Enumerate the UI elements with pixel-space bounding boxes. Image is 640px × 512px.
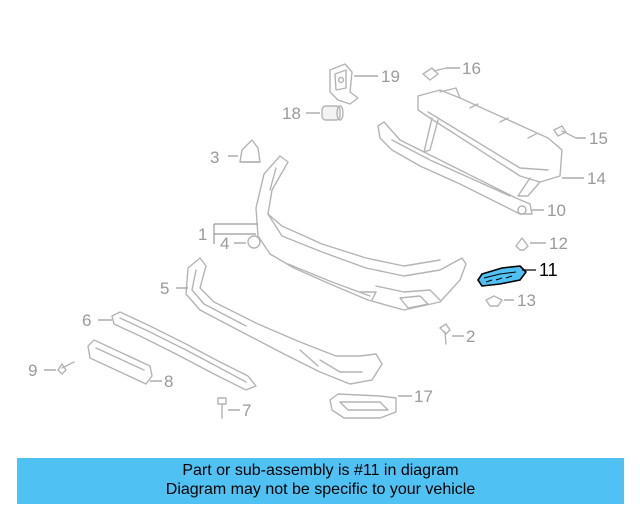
callout-13[interactable]: 13: [517, 291, 536, 310]
callout-5[interactable]: 5: [160, 279, 169, 298]
banner-line-2: Diagram may not be specific to your vehi…: [165, 481, 476, 498]
part-7-bolt: [217, 397, 227, 419]
part-19-bracket: [329, 63, 359, 105]
banner-line-1: Part or sub-assembly is #11 in diagram: [182, 462, 459, 479]
callout-3[interactable]: 3: [210, 148, 219, 167]
part-5-lower-valance: [185, 257, 383, 385]
part-14-impact-bar: [417, 87, 563, 197]
callout-9[interactable]: 9: [28, 361, 37, 380]
part-11-highlighted[interactable]: [477, 265, 527, 287]
callout-1[interactable]: 1: [198, 225, 207, 244]
callout-8[interactable]: 8: [164, 372, 173, 391]
parts-diagram: 19 16 18 14 15 10 3: [28, 59, 608, 420]
part-4-ring: [247, 235, 261, 249]
callout-18[interactable]: 18: [282, 104, 301, 123]
part-6-spoiler: [111, 311, 257, 391]
callout-15[interactable]: 15: [589, 129, 608, 148]
part-13-clip: [485, 295, 503, 307]
callout-14[interactable]: 14: [587, 169, 606, 188]
callout-10[interactable]: 10: [547, 201, 566, 220]
part-12-nut: [515, 237, 529, 251]
callout-12[interactable]: 12: [549, 234, 568, 253]
info-banner: Part or sub-assembly is #11 in diagram D…: [17, 458, 624, 504]
part-10-absorber: [377, 121, 533, 215]
callout-7[interactable]: 7: [242, 401, 251, 420]
callout-19[interactable]: 19: [381, 67, 400, 86]
part-8-plate-bracket: [87, 339, 153, 385]
callout-17[interactable]: 17: [414, 387, 433, 406]
part-2-clip: [439, 323, 451, 345]
part-17-trim: [329, 393, 397, 419]
part-9-screw: [57, 361, 75, 375]
part-18-sensor: [321, 105, 344, 121]
callout-11[interactable]: 11: [539, 260, 558, 280]
part-15-bolt: [553, 125, 577, 139]
part-3-grommet: [239, 139, 261, 163]
callout-6[interactable]: 6: [82, 311, 91, 330]
part-1-bumper-cover: [255, 155, 467, 311]
callout-2[interactable]: 2: [466, 327, 475, 346]
callout-16[interactable]: 16: [462, 59, 481, 78]
part-16-bolt: [422, 67, 447, 81]
callout-4[interactable]: 4: [220, 234, 229, 253]
